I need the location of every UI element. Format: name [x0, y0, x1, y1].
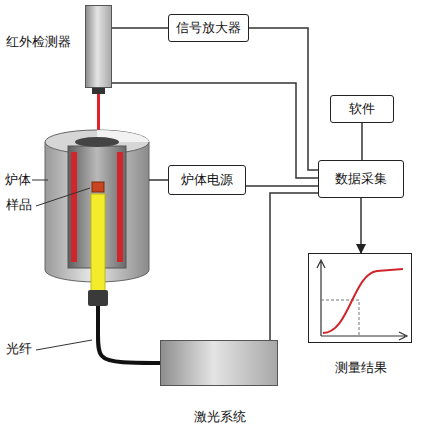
process-box: 炉体电源 [168, 165, 246, 195]
sample [92, 182, 104, 192]
part-name: 光纤 [5, 341, 33, 357]
optical-fiber [98, 306, 160, 363]
part-name: 炉体 [5, 172, 31, 188]
signal-wire [360, 198, 362, 253]
signal-wire [361, 123, 363, 160]
process-box: 软件 [330, 95, 394, 123]
leader-line [36, 188, 90, 206]
process-box: 数据采集 [318, 160, 404, 198]
part-name: 测量结果 [335, 360, 387, 376]
detector-lens [92, 88, 105, 94]
box-label: 炉体电源 [181, 172, 233, 188]
part-name: 激光系统 [194, 409, 246, 425]
signal-wire [246, 185, 318, 187]
signal-wire [249, 28, 318, 170]
heater-element [71, 152, 77, 262]
leader-line [32, 180, 48, 181]
plot-curve [309, 254, 410, 341]
laser-beam [91, 194, 105, 294]
heater-element [117, 152, 123, 262]
signal-wire [112, 83, 318, 178]
process-box: 信号放大器 [168, 14, 249, 42]
part-name: 样品 [5, 197, 33, 213]
signal-wire [149, 179, 168, 181]
box-label: 软件 [349, 101, 375, 117]
signal-wire [112, 27, 168, 29]
furnace: 炉体 [45, 128, 149, 306]
infrared-detector: 红外检测器 [85, 5, 112, 88]
furnace-bore [75, 137, 119, 147]
box-label: 数据采集 [335, 171, 387, 187]
box-label: 信号放大器 [176, 20, 241, 36]
result-chart: 测量结果 [308, 253, 412, 343]
leader-line [36, 340, 92, 350]
fiber-connector [88, 290, 108, 306]
part-name: 红外检测器 [6, 34, 71, 50]
laser-system: 激光系统 [160, 340, 278, 386]
